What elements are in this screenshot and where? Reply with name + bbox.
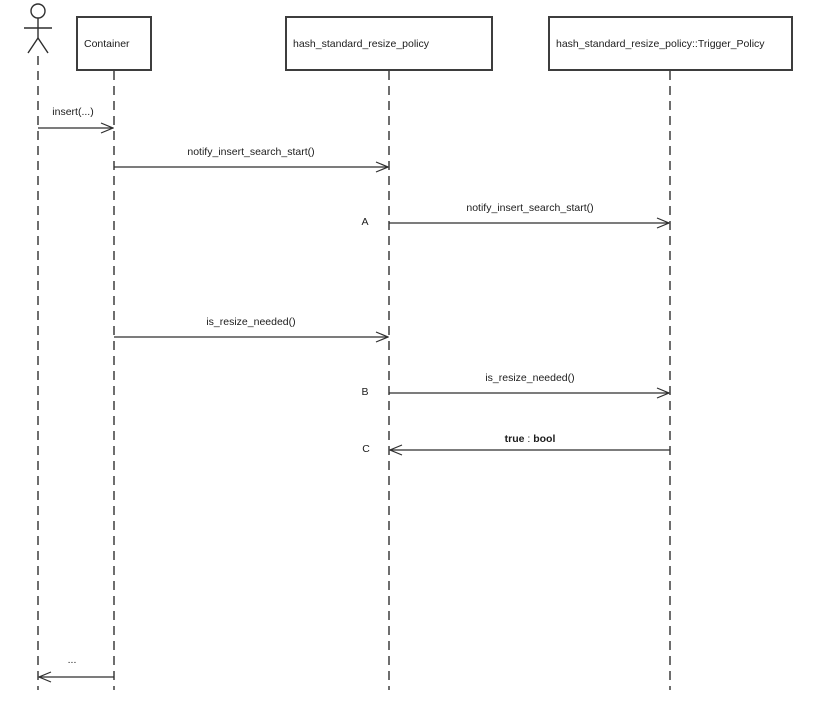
- participant-box-hash-standard-resize-policy: hash_standard_resize_policy: [285, 16, 493, 71]
- return-value: true: [504, 433, 525, 445]
- step-marker-c: C: [362, 443, 370, 455]
- step-marker-a: A: [361, 216, 369, 228]
- message-label-notify-insert-search-start-2: notify_insert_search_start(): [466, 202, 594, 214]
- participant-label: hash_standard_resize_policy: [293, 37, 430, 50]
- message-label-return-true-bool: true : bool: [505, 433, 556, 446]
- message-label-notify-insert-search-start-1: notify_insert_search_start(): [187, 146, 315, 158]
- step-marker-b: B: [361, 386, 369, 398]
- message-label-is-resize-needed-2: is_resize_needed(): [485, 372, 575, 384]
- message-label-is-resize-needed-1: is_resize_needed(): [206, 316, 296, 328]
- participant-box-trigger-policy: hash_standard_resize_policy::Trigger_Pol…: [548, 16, 793, 71]
- return-type: bool: [533, 433, 556, 445]
- participant-box-container: Container: [76, 16, 152, 71]
- participant-label: hash_standard_resize_policy::Trigger_Pol…: [556, 37, 765, 50]
- actor-icon: [24, 3, 52, 54]
- message-label-ellipsis: ...: [67, 654, 77, 666]
- message-label-insert: insert(...): [52, 106, 94, 118]
- return-separator: :: [527, 433, 531, 445]
- participant-label: Container: [84, 37, 130, 50]
